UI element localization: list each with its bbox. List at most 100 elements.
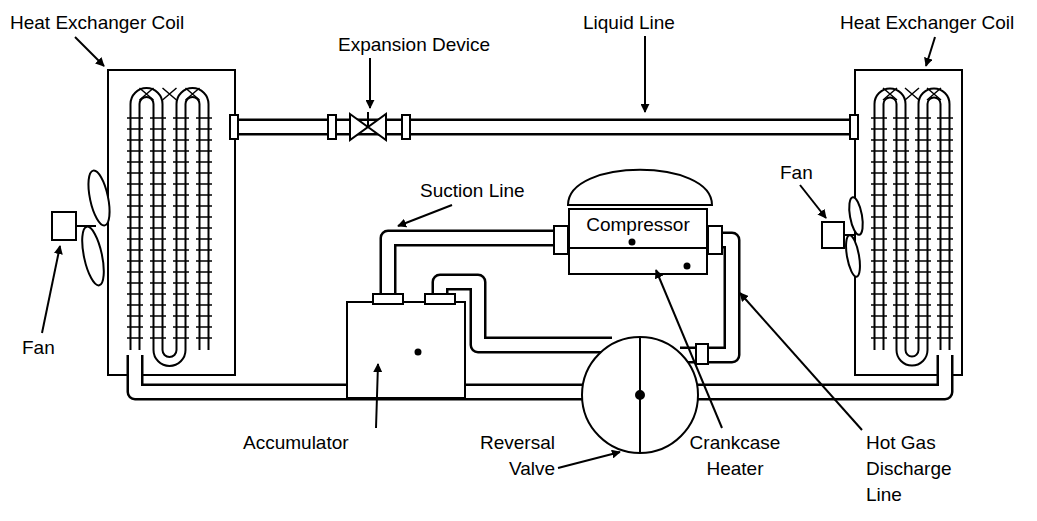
coil-fin	[173, 172, 189, 174]
coil-fin	[871, 117, 887, 119]
coil-fin	[937, 249, 953, 251]
coil-fin	[893, 249, 909, 251]
coil-fin	[150, 326, 166, 328]
coil-fin	[173, 238, 189, 240]
coil-fin	[915, 161, 931, 163]
coil-fin	[893, 172, 909, 174]
coil-fin	[915, 117, 931, 119]
coil-fin	[150, 172, 166, 174]
coil-fin	[196, 139, 212, 141]
coil-fin	[915, 249, 931, 251]
coil-fin	[893, 216, 909, 218]
coil-housing	[108, 70, 235, 375]
coil-fin	[173, 161, 189, 163]
coil-fin	[937, 128, 953, 130]
part-label: Suction Line	[420, 178, 525, 204]
pipe-flanges	[230, 115, 858, 139]
coil-fin	[871, 183, 887, 185]
coil-fin	[937, 271, 953, 273]
coil-fin	[915, 304, 931, 306]
coil-fin	[937, 183, 953, 185]
coil-fin	[196, 172, 212, 174]
coil-fin	[871, 260, 887, 262]
coil-fin	[196, 293, 212, 295]
coil-fin	[196, 315, 212, 317]
coil-fin	[871, 238, 887, 240]
coil-fin	[893, 161, 909, 163]
coil-fin	[196, 238, 212, 240]
coil-fin	[915, 337, 931, 339]
coil-fin	[937, 194, 953, 196]
refrigerant-pipes	[135, 127, 945, 392]
part-label: Accumulator	[243, 430, 349, 456]
coil-fin	[915, 271, 931, 273]
coil-fin	[871, 326, 887, 328]
coil-fin	[927, 88, 941, 100]
coil-fin	[173, 249, 189, 251]
coil-fin	[196, 150, 212, 152]
part-label: Crankcase Heater	[686, 430, 784, 482]
coil-fin	[893, 282, 909, 284]
coil-fin	[127, 282, 143, 284]
coil-fin	[150, 337, 166, 339]
compressor-body	[554, 170, 722, 275]
coil-fin	[893, 260, 909, 262]
coil-fin	[915, 315, 931, 317]
leader-lines	[42, 36, 935, 468]
coil-fin	[915, 326, 931, 328]
compressor-housing: Compressor	[568, 208, 708, 275]
coil-fin	[150, 238, 166, 240]
coil-fin	[893, 139, 909, 141]
accumulator-tank	[347, 294, 465, 398]
coil-fin	[173, 260, 189, 262]
coil-fin	[937, 315, 953, 317]
coil-fin	[915, 216, 931, 218]
coil-tubes	[871, 88, 953, 361]
coil-fin	[871, 227, 887, 229]
coil-fin	[196, 194, 212, 196]
coil-fin	[127, 238, 143, 240]
coil-fin	[127, 326, 143, 328]
coil-fin	[937, 172, 953, 174]
coil-fin	[893, 238, 909, 240]
coil-fin	[871, 194, 887, 196]
coil-tube	[135, 93, 204, 362]
coil-fin	[196, 183, 212, 185]
coil-fin	[127, 194, 143, 196]
coil-fin	[196, 117, 212, 119]
coil-fin	[196, 304, 212, 306]
coil-fin	[127, 139, 143, 141]
coil-fin	[937, 260, 953, 262]
coil-fin	[871, 205, 887, 207]
coil-fin	[173, 227, 189, 229]
coil-fin	[173, 282, 189, 284]
coil-fin	[127, 337, 143, 339]
coil-fin	[196, 227, 212, 229]
part-label: Expansion Device	[338, 32, 490, 58]
coil-fin	[871, 282, 887, 284]
coil-fin	[196, 326, 212, 328]
coil-fin	[871, 139, 887, 141]
coil-tube	[879, 93, 945, 361]
coil-fin	[937, 205, 953, 207]
coil-fin	[915, 139, 931, 141]
coil-fin	[871, 249, 887, 251]
coil-fin	[871, 150, 887, 152]
coil-fin	[915, 282, 931, 284]
coil-fin	[196, 128, 212, 130]
coil-fin	[127, 315, 143, 317]
coil-fin	[937, 161, 953, 163]
coil-fin	[173, 139, 189, 141]
coil-fin	[150, 271, 166, 273]
coil-fin	[173, 205, 189, 207]
part-label: Heat Exchanger Coil	[10, 10, 184, 36]
coil-fin	[915, 293, 931, 295]
coil-fin	[127, 227, 143, 229]
coil-fin	[173, 304, 189, 306]
coil-fin	[150, 128, 166, 130]
part-label: Fan	[780, 160, 813, 186]
coil-fin	[127, 249, 143, 251]
coil-fin	[150, 194, 166, 196]
coil-fin	[173, 315, 189, 317]
